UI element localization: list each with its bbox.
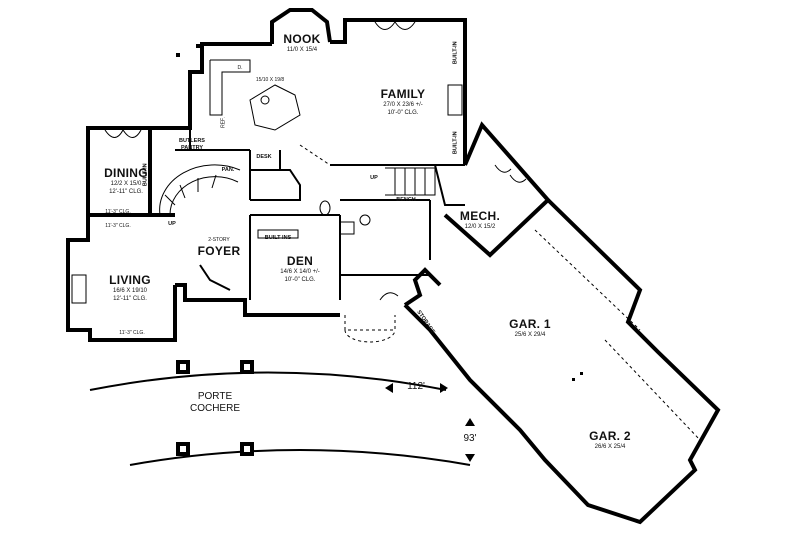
builtin-note-lower: BUILT-IN	[452, 131, 459, 155]
depth-dimension: 93'	[463, 433, 477, 444]
builtin-note-dining: BUILT-IN	[142, 163, 149, 187]
porte-cochere-label: PORTE COCHERE	[185, 392, 245, 414]
foyer-note: 2-STORY	[208, 237, 230, 243]
builtin-note-upper: BUILT-IN	[452, 41, 459, 65]
room-name: FAMILY	[380, 87, 426, 101]
bench-note: BENCH	[396, 197, 416, 203]
width-dimension: 112'	[407, 381, 425, 392]
fixtures	[71, 59, 701, 441]
d-note: D.	[237, 65, 243, 71]
pantry-note: PANTRY	[181, 145, 203, 151]
room-name: NOOK	[283, 32, 321, 46]
builtins-note: BUILT-INS	[264, 235, 292, 241]
room-dimensions: 16/6 X 19/10	[112, 288, 148, 294]
family-label: FAMILY 27/0 X 23/6 +/- 10'-0" CLG.	[368, 88, 438, 116]
up-arrow-icon	[465, 418, 475, 426]
dimension-arrows	[385, 383, 475, 462]
room-dimensions: 14/6 X 14/0 +/-	[280, 269, 320, 275]
porte-cochere-bottom-curve	[129, 449, 471, 466]
foyer-label: 2-STORY FOYER	[192, 237, 246, 258]
room-ceiling: 10'-0" CLG.	[387, 110, 419, 116]
room-name: GAR. 1	[509, 317, 551, 331]
room-dimensions: 25/6 X 29/4	[514, 332, 546, 338]
right-arrow-icon	[440, 383, 448, 393]
room-name: LIVING	[109, 273, 151, 287]
room-name: DINING	[104, 166, 148, 180]
room-name: GAR. 2	[589, 429, 631, 443]
room-dimensions: 27/0 X 23/6 +/-	[383, 102, 423, 108]
left-arrow-icon	[385, 383, 393, 393]
room-dimensions: 26/6 X 25/4	[594, 444, 626, 450]
exterior-walls	[66, 8, 721, 525]
room-dimensions: 12/0 X 15/2	[464, 224, 496, 230]
garage-1-label: GAR. 1 25/6 X 29/4	[500, 318, 560, 338]
porte-cochere-top-curve	[89, 371, 447, 391]
porte-line-1: PORTE	[197, 391, 233, 402]
room-ceiling: 12'-11" CLG.	[109, 189, 143, 195]
den-label: DEN 14/6 X 14/0 +/- 10'-0" CLG.	[265, 255, 335, 283]
pan-note: PAN.	[221, 167, 235, 173]
markers	[176, 44, 583, 381]
kitchen-dimensions: 15/10 X 19/8	[255, 77, 285, 83]
room-name: DEN	[286, 254, 314, 268]
mech-label: MECH. 12/0 X 15/2	[455, 210, 505, 230]
garage-2-label: GAR. 2 26/6 X 25/4	[580, 430, 640, 450]
room-ceiling: 12'-11" CLG.	[113, 296, 147, 302]
dining-ceiling-note-b: 11'-3" CLG.	[105, 223, 131, 229]
up-note-family: UP	[370, 175, 378, 181]
doors	[104, 21, 527, 301]
living-ceiling-note: 11'-3" CLG.	[119, 330, 145, 336]
desk-note: DESK	[256, 154, 272, 160]
up-note-foyer: UP	[168, 221, 176, 227]
dining-ceiling-note-a: 11'-3" CLG.	[105, 209, 131, 215]
butlers-note: BUTLERS	[179, 138, 205, 144]
porte-cochere	[89, 360, 471, 466]
nook-label: NOOK 11/0 X 15/4	[282, 33, 322, 53]
room-dimensions: 11/0 X 15/4	[286, 47, 318, 53]
living-label: LIVING 16/6 X 19/10 12'-11" CLG.	[100, 274, 160, 302]
room-ceiling: 10'-0" CLG.	[284, 277, 316, 283]
room-dimensions: 12/2 X 15/0	[110, 181, 142, 187]
ref-note: REF.	[220, 117, 227, 128]
dining-label: DINING 12/2 X 15/0 12'-11" CLG.	[100, 167, 152, 195]
room-name: FOYER	[197, 244, 241, 258]
porte-line-2: COCHERE	[189, 403, 240, 414]
room-name: MECH.	[459, 209, 501, 223]
down-arrow-icon	[465, 454, 475, 462]
